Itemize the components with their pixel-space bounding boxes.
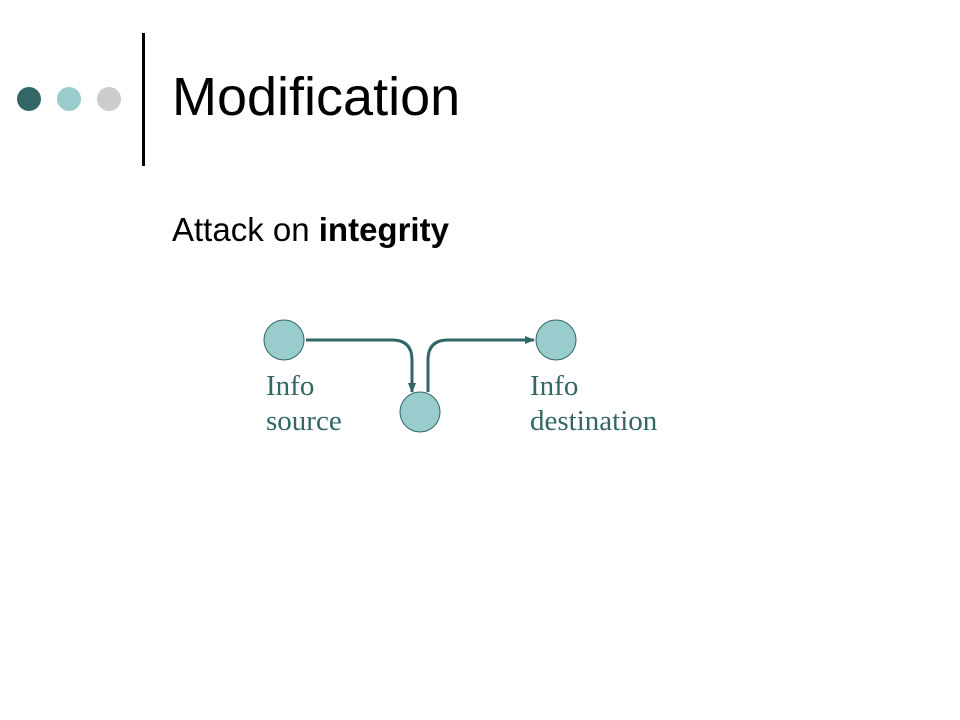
source-label-line1: Info — [266, 370, 315, 402]
destination-node — [535, 319, 577, 361]
destination-label: Info destination — [530, 369, 657, 439]
source-label-line2: source — [266, 405, 342, 437]
slide-title: Modification — [172, 67, 461, 127]
title-divider — [142, 33, 145, 166]
decor-dot-dark — [17, 87, 41, 111]
destination-label-line2: destination — [530, 405, 658, 437]
subtitle-emphasis: integrity — [318, 211, 449, 248]
source-label: Info source — [266, 369, 342, 439]
subtitle-prefix: Attack on — [172, 211, 319, 248]
source-node — [263, 319, 305, 361]
arrow-interceptor-to-destination — [426, 336, 535, 392]
slide-subtitle: Attack on integrity — [172, 213, 449, 246]
interceptor-node — [399, 391, 441, 433]
decor-dot-teal — [57, 87, 81, 111]
decor-dot-gray — [97, 87, 121, 111]
destination-label-line1: Info — [530, 370, 579, 402]
arrow-source-to-interceptor — [306, 338, 416, 393]
